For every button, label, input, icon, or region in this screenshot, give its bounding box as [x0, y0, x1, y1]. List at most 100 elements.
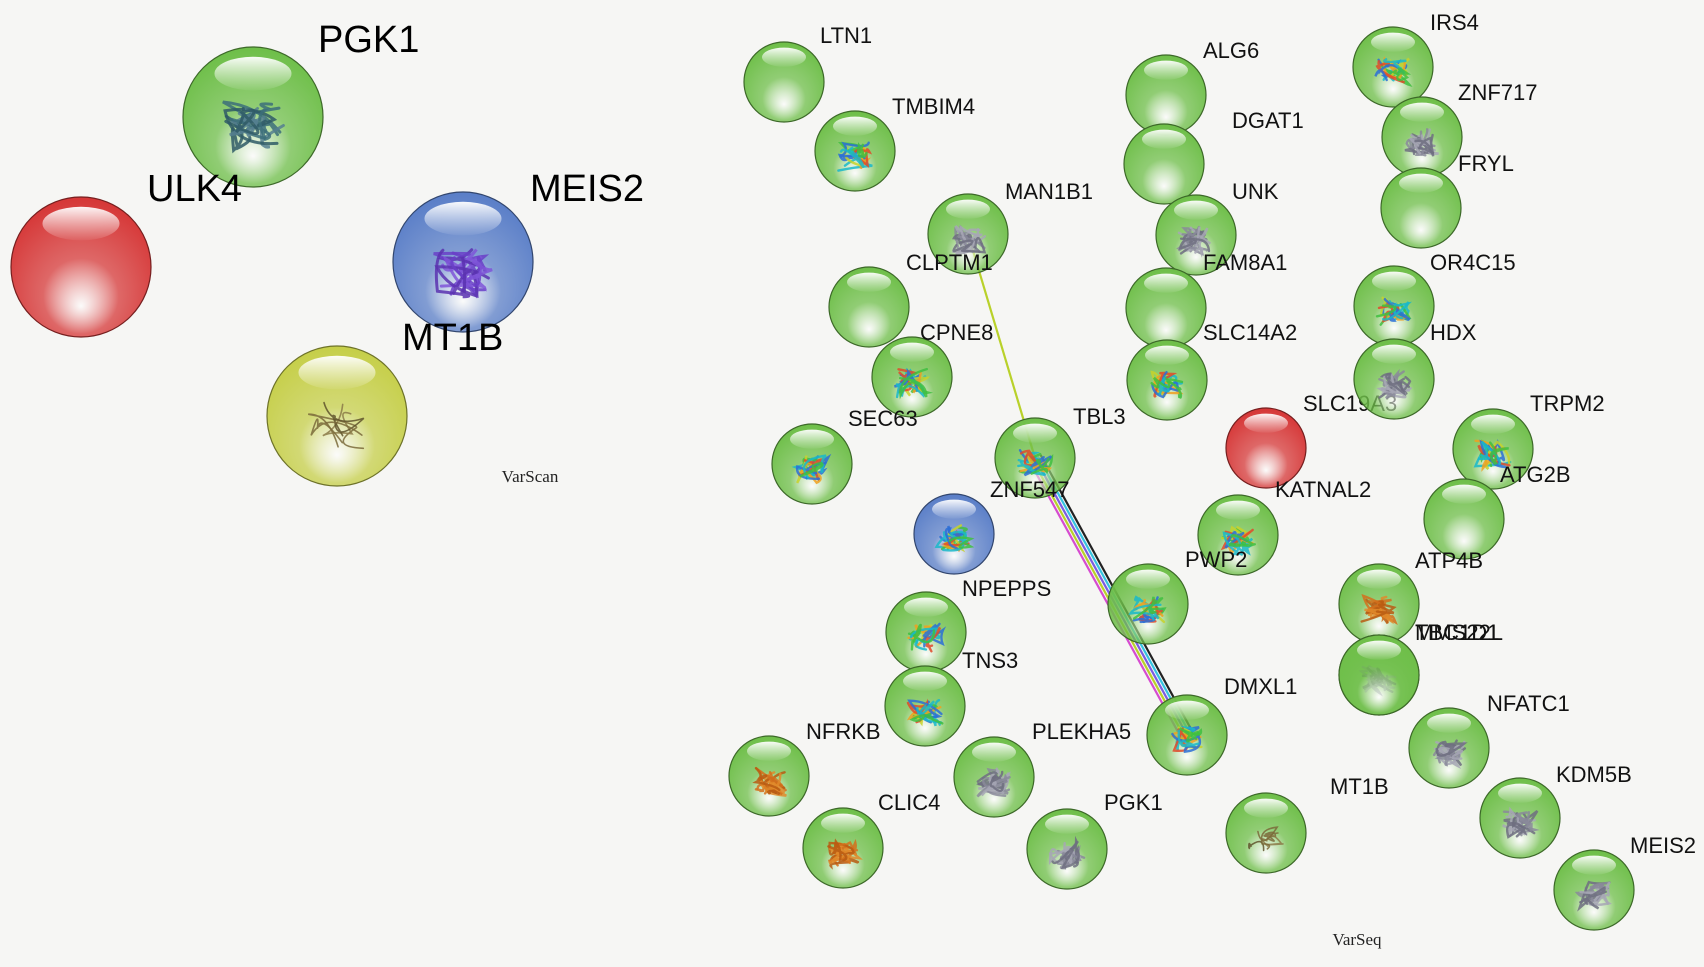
node-sphere[interactable] — [10, 196, 152, 338]
node-sphere[interactable] — [743, 41, 825, 123]
protein-structure-stroke — [1248, 840, 1265, 852]
node-clptm1[interactable]: CLPTM1 — [828, 250, 993, 348]
node-highlight — [1471, 414, 1515, 434]
node-fryl[interactable]: FRYL — [1380, 151, 1514, 249]
node-znf717[interactable]: ZNF717 — [1381, 80, 1537, 178]
node-highlight — [1357, 569, 1401, 589]
node-man1b1[interactable]: MAN1B1 — [927, 179, 1093, 275]
protein-structure-stroke — [1374, 64, 1404, 82]
node-npepps[interactable]: NPEPPS — [885, 576, 1051, 673]
protein-structure-stroke — [1228, 534, 1256, 547]
protein-structure-stroke — [1189, 226, 1212, 258]
node-tmbim4[interactable]: TMBIM4 — [814, 94, 975, 192]
node-label: MT1B — [402, 317, 503, 359]
protein-structure-stroke — [839, 146, 865, 169]
node-highlight — [833, 116, 877, 136]
node-sphere[interactable] — [1225, 407, 1307, 489]
node-atp4b[interactable]: ATP4B — [1338, 548, 1483, 645]
node-label: LTN1 — [820, 23, 872, 48]
node-dgat1[interactable]: DGAT1 — [1123, 108, 1304, 205]
protein-structure-stroke — [827, 838, 848, 864]
node-plekha5[interactable]: PLEKHA5 — [953, 719, 1131, 818]
node-atg2b[interactable]: ATG2B — [1423, 462, 1571, 560]
node-highlight — [1216, 500, 1260, 520]
node-trpm2[interactable]: TRPM2 — [1452, 391, 1605, 490]
node-sphere[interactable] — [1225, 792, 1307, 874]
node-sphere[interactable] — [1338, 634, 1420, 716]
node-label: DMXL1 — [1224, 674, 1297, 699]
node-pwp2[interactable]: PWP2 — [1107, 547, 1247, 645]
node-clic4[interactable]: CLIC4 — [802, 790, 940, 889]
node-label: KDM5B — [1556, 762, 1632, 787]
protein-structure-stroke — [1385, 372, 1410, 397]
node-label: MAN1B1 — [1005, 179, 1093, 204]
node-dmxl1[interactable]: DMXL1 — [1146, 674, 1297, 776]
node-alg6[interactable]: ALG6 — [1125, 38, 1259, 136]
protein-structure-stroke — [912, 623, 936, 644]
node-slc19a3[interactable]: SLC19A3 — [1225, 391, 1397, 489]
node-hdx[interactable]: HDX — [1353, 320, 1477, 420]
protein-structure-stroke — [799, 461, 824, 478]
node-sphere[interactable] — [266, 345, 408, 487]
protein-structure-stroke — [1375, 304, 1397, 318]
node-kdm5b[interactable]: KDM5B — [1479, 762, 1632, 859]
node-meis2[interactable]: MEIS2 — [1553, 833, 1696, 931]
node-sphere[interactable] — [1423, 478, 1505, 560]
protein-structure-stroke — [1477, 440, 1502, 465]
node-pgk1[interactable]: PGK1 — [1026, 790, 1163, 890]
node-sec63[interactable]: SEC63 — [771, 406, 918, 505]
node-highlight — [747, 741, 791, 761]
protein-structure-stroke — [1488, 441, 1509, 466]
node-sphere[interactable] — [1123, 123, 1205, 205]
node-label: TBL3 — [1073, 404, 1126, 429]
node-irs4[interactable]: IRS4 — [1352, 10, 1479, 108]
protein-structure-stroke — [856, 142, 868, 158]
node-highlight — [1572, 855, 1616, 875]
node-label: TBC1D1 — [1415, 620, 1499, 645]
node-cpne8[interactable]: CPNE8 — [871, 320, 993, 418]
node-label: ATP4B — [1415, 548, 1483, 573]
node-label: DGAT1 — [1232, 108, 1304, 133]
node-unk[interactable]: UNK — [1155, 179, 1279, 276]
node-tbl3[interactable]: TBL3 — [994, 404, 1126, 499]
protein-structure-stroke — [1017, 461, 1046, 476]
node-label: MMS22L — [1415, 620, 1503, 645]
node-sphere[interactable] — [1553, 849, 1635, 931]
node-nfrkb[interactable]: NFRKB — [728, 719, 881, 817]
node-pgk1[interactable]: PGK1 — [182, 19, 419, 188]
node-label: NFRKB — [806, 719, 881, 744]
protein-structure-stroke — [1505, 821, 1528, 839]
node-ulk4[interactable]: ULK4 — [10, 168, 242, 338]
node-label: NFATC1 — [1487, 691, 1570, 716]
node-mt1b[interactable]: MT1B — [1225, 774, 1389, 874]
node-label: FRYL — [1458, 151, 1514, 176]
node-sphere[interactable] — [1380, 167, 1462, 249]
protein-structure-stroke — [959, 224, 987, 245]
node-label: UNK — [1232, 179, 1279, 204]
node-meis2[interactable]: MEIS2 — [392, 168, 644, 333]
node-slc14a2[interactable]: SLC14A2 — [1126, 320, 1297, 421]
node-highlight — [1498, 783, 1542, 803]
node-fam8a1[interactable]: FAM8A1 — [1125, 250, 1287, 349]
node-highlight — [932, 499, 976, 519]
node-katnal2[interactable]: KATNAL2 — [1197, 477, 1371, 576]
node-ltn1[interactable]: LTN1 — [743, 23, 872, 123]
node-sphere[interactable] — [828, 266, 910, 348]
node-highlight — [214, 56, 292, 91]
protein-structure-stroke — [1382, 301, 1413, 321]
node-or4c15[interactable]: OR4C15 — [1353, 250, 1516, 347]
protein-structure-stroke — [898, 367, 928, 400]
node-highlight — [972, 742, 1016, 762]
node-mms22l[interactable]: MMS22L — [1338, 620, 1503, 716]
node-mt1b[interactable]: MT1B — [266, 317, 503, 487]
node-highlight — [1357, 640, 1401, 660]
protein-structure-stroke — [1178, 237, 1211, 253]
node-tns3[interactable]: TNS3 — [884, 648, 1018, 747]
node-nfatc1[interactable]: NFATC1 — [1408, 691, 1570, 789]
node-znf547[interactable]: ZNF547 — [913, 477, 1069, 575]
node-highlight — [1144, 60, 1188, 80]
edge-tbl3-dmxl1-experiment[interactable] — [1028, 460, 1183, 739]
node-highlight — [890, 342, 934, 362]
protein-structure-stroke — [752, 766, 781, 791]
protein-structure-stroke — [1019, 449, 1037, 467]
